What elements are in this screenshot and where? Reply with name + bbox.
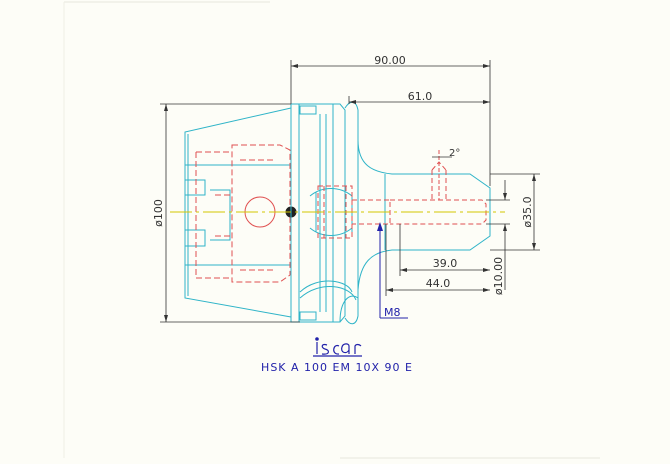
dim-angle: 2° <box>449 148 460 159</box>
dim-total-length: 90.00 <box>374 54 406 67</box>
hsk-taper-outline <box>184 107 292 318</box>
taper-hidden-lines <box>195 144 291 283</box>
iscar-logo <box>313 337 362 357</box>
dim-depth-1: 39.0 <box>433 257 458 270</box>
dim-flange-diameter: ø100 <box>152 199 165 227</box>
dim-clamp-diameter: ø35.0 <box>521 196 534 227</box>
dim-shank-length: 61.0 <box>408 90 433 103</box>
thread-callout <box>377 222 408 319</box>
part-designation: HSK A 100 EM 10X 90 E <box>261 361 413 374</box>
dim-bore-diameter: ø10.00 <box>492 257 505 295</box>
dim-thread: M8 <box>384 306 401 319</box>
dim-depth-2: 44.0 <box>426 277 451 290</box>
clamp-screw-hidden <box>317 161 487 239</box>
dimension-lines <box>160 60 540 323</box>
dimension-arrows <box>164 64 536 322</box>
